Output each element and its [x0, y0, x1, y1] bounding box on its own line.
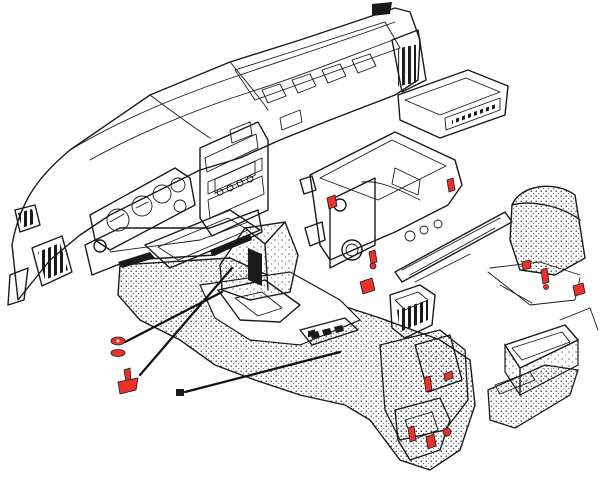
upper-console-trim [144, 209, 261, 269]
upper-tray [397, 69, 509, 139]
fastener-icon [425, 433, 437, 450]
console-rear-panel [487, 364, 579, 429]
fastener-icon [443, 370, 454, 382]
right-air-vent [391, 29, 427, 93]
shift-boot [219, 221, 299, 301]
fastener-icon [521, 259, 532, 271]
fastener-icon [423, 375, 433, 393]
fastener-group [110, 177, 586, 450]
fastener-icon [326, 194, 338, 210]
fastener-icon [117, 367, 139, 395]
center-stack [199, 109, 303, 237]
left-air-vent [31, 235, 73, 287]
heater-control-unit [299, 131, 463, 269]
fastener-icon [442, 427, 452, 437]
fastener-icon [110, 349, 126, 357]
fastener-icon [110, 336, 126, 346]
fastener-icon [359, 277, 376, 295]
fastener-icon [572, 282, 586, 297]
fastener-icon [446, 177, 456, 193]
fastener-icon [540, 267, 550, 290]
leader-lines [123, 266, 342, 394]
clip-icon [176, 389, 184, 396]
armrest-lid [487, 185, 586, 306]
fastener-icon [368, 249, 378, 270]
fastener-icon [407, 425, 417, 443]
